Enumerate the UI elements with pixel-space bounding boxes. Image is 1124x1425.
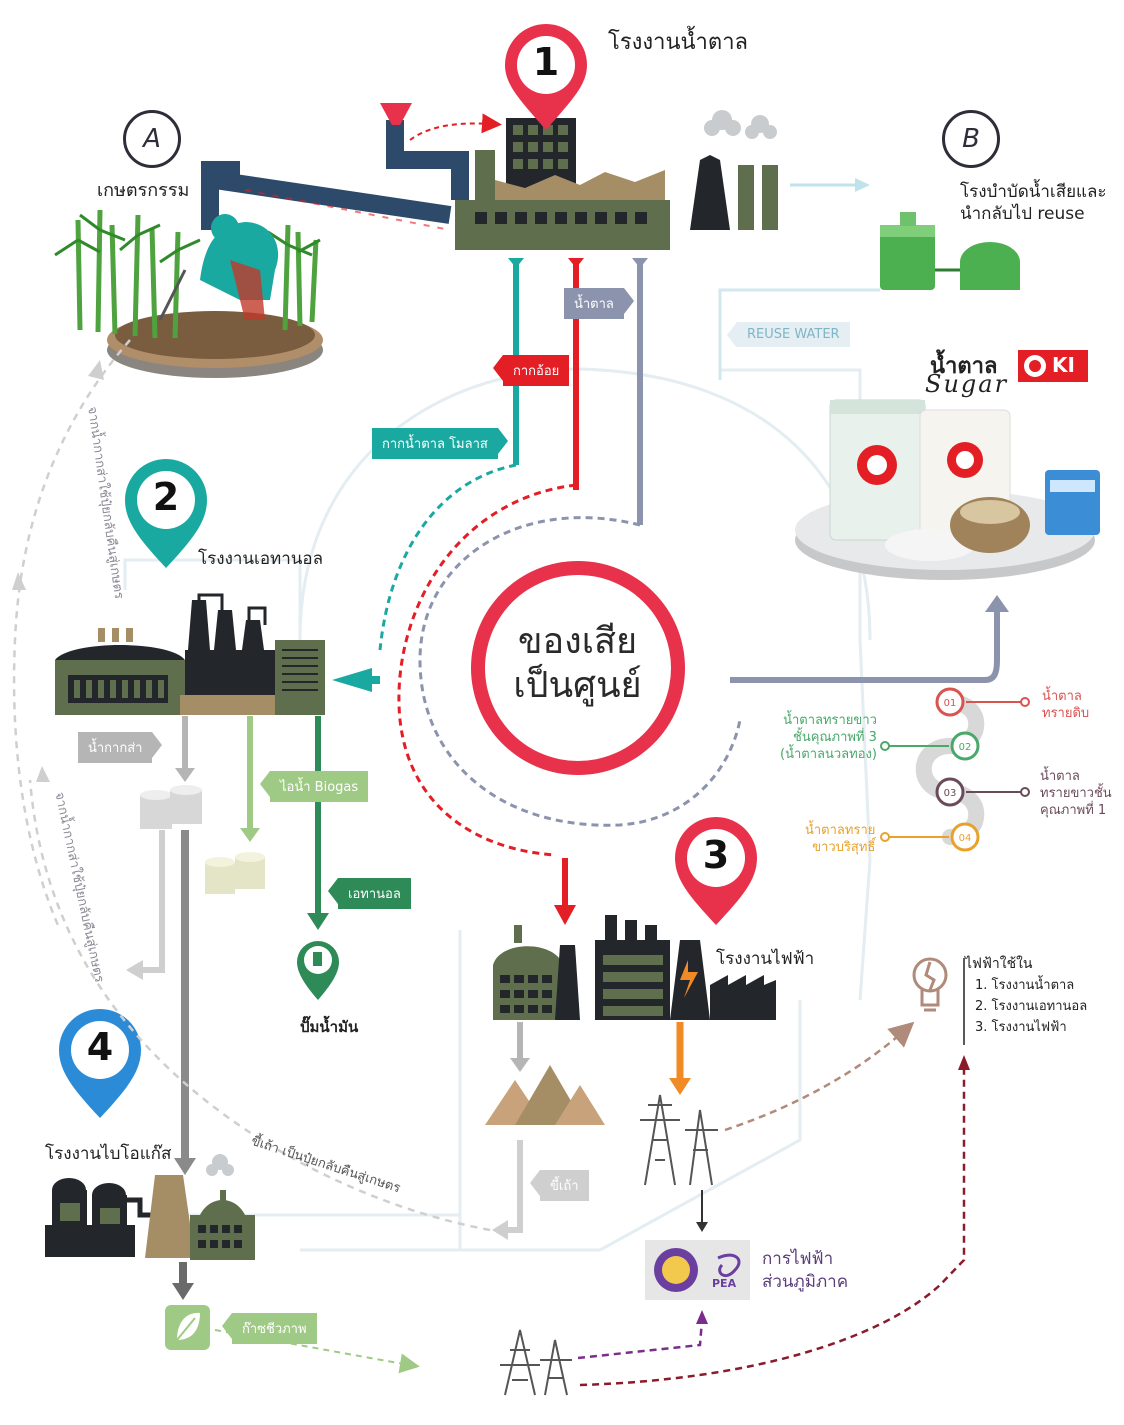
grade-dot xyxy=(880,832,890,842)
power-tower-2 xyxy=(500,1329,572,1396)
pin-4-marker xyxy=(58,1008,141,1118)
wastewater-label-1: โรงบำบัดน้ำเสียและ xyxy=(960,182,1107,202)
grade-3-label: น้ำตาล ทรายขาวชั้น คุณภาพที่ 1 xyxy=(1040,768,1112,819)
pea-label-2: ส่วนภูมิภาค xyxy=(762,1272,849,1292)
brand-script: Sugar xyxy=(925,370,1009,398)
biogas-gas-tag: ก๊าซชีวภาพ xyxy=(222,1313,317,1344)
cane-feed-pipe xyxy=(201,103,469,230)
sugar-flow-tag: น้ำตาล xyxy=(564,288,634,319)
pin-4-number: 4 xyxy=(86,1025,114,1069)
biogas-plant-building xyxy=(45,1154,255,1260)
power-tower-1 xyxy=(640,1094,718,1186)
bagasse-tag: กากอ้อย xyxy=(492,355,570,386)
zero-waste-title: ของเสีย เป็นศูนย์ xyxy=(470,620,685,708)
ash-return-dashed xyxy=(28,779,491,1232)
wastewater-label-2: นำกลับไป reuse xyxy=(960,204,1085,224)
pin-3-number: 3 xyxy=(702,833,730,877)
electricity-item: 2. โรงงานเอทานอล xyxy=(975,999,1088,1014)
brand-logo-text: KI xyxy=(1052,353,1075,377)
zero-waste-line-2: เป็นศูนย์ xyxy=(513,665,642,706)
pea-label-1: การไฟฟ้า xyxy=(762,1249,834,1269)
sugar-dashed-arc xyxy=(418,516,742,827)
grade-badge xyxy=(950,822,980,852)
grade-number: 03 xyxy=(944,788,957,799)
pin-1-number: 1 xyxy=(532,40,560,84)
electricity-title: ไฟฟ้าใช้ใน xyxy=(965,956,1033,972)
biogas-plant-label: โรงงานไบโอแก๊ส xyxy=(45,1144,172,1164)
zero-waste-center xyxy=(471,561,685,775)
sugar-products-illustration xyxy=(795,399,1100,580)
pea-logo-text: PEA xyxy=(712,1277,737,1290)
ash-tag: ขี้เถ้า xyxy=(530,1170,589,1201)
zero-waste-line-1: ของเสีย xyxy=(517,621,638,662)
sugar-mill-building xyxy=(455,110,778,250)
grade-number: 02 xyxy=(959,742,972,753)
grade-4-label: น้ำตาลทราย ขาวบริสุทธิ์ xyxy=(805,822,875,856)
grade-4-text: น้ำตาลทราย ขาวบริสุทธิ์ xyxy=(805,823,876,855)
grade-badge xyxy=(935,777,965,807)
pin-2-marker xyxy=(125,459,207,568)
grade-badge xyxy=(950,731,980,761)
ethanol-tag: เอทานอล xyxy=(328,878,411,909)
grade-number: 01 xyxy=(944,698,957,709)
vinasse-return-dashed xyxy=(12,339,131,931)
gas-station-label: ปั๊มน้ำมัน xyxy=(300,1018,359,1036)
ash-piles xyxy=(485,1065,605,1125)
agriculture-label: เกษตรกรรม xyxy=(97,180,190,201)
ash-down-line xyxy=(505,1140,523,1233)
sugar-mill-label: โรงงานน้ำตาล xyxy=(608,30,749,55)
grade-dot xyxy=(1020,787,1030,797)
wastewater-tanks xyxy=(880,212,1020,290)
pin-1-marker xyxy=(505,24,587,130)
vinasse-to-biogas-line xyxy=(140,830,165,973)
reuse-water-tag: REUSE WATER xyxy=(727,322,850,348)
electricity-item: 3. โรงงานไฟฟ้า xyxy=(975,1020,1067,1035)
vinasse-tanks xyxy=(140,785,202,829)
pin-3-marker xyxy=(675,817,757,925)
brand-title: น้ำตาล xyxy=(930,354,998,379)
electricity-item: 1. โรงงานน้ำตาล xyxy=(975,978,1075,993)
agriculture-letter: A xyxy=(123,110,181,168)
grade-2-text: น้ำตาลทรายขาว ชั้นคุณภาพที่ 3 (น้ำตาลนวล… xyxy=(780,713,877,762)
grade-markers: 01 02 03 04 xyxy=(880,687,1030,852)
grade-3-text: น้ำตาล ทรายขาวชั้น คุณภาพที่ 1 xyxy=(1040,769,1112,818)
grade-zigzag xyxy=(915,694,985,845)
reuse-water-line xyxy=(718,288,880,380)
grade-dot xyxy=(880,741,890,751)
molasses-dashed-arc xyxy=(378,463,517,651)
steam-biogas-tag: ไอน้ำ Biogas xyxy=(259,771,369,802)
power-plant-building xyxy=(493,915,776,1020)
biogas-tanks xyxy=(205,852,265,894)
bulb-icon xyxy=(912,957,948,1012)
pea-logo xyxy=(645,1240,750,1300)
grade-1-text: น้ำตาล ทรายดิบ xyxy=(1042,689,1090,721)
grade-1-label: น้ำตาล ทรายดิบ xyxy=(1042,688,1089,722)
gas-station-icon xyxy=(297,940,339,1000)
grade-number: 04 xyxy=(959,833,972,844)
vinasse-tag: น้ำกากส่า xyxy=(78,732,164,763)
grade-2-label: น้ำตาลทรายขาว ชั้นคุณภาพที่ 3 (น้ำตาลนวล… xyxy=(780,712,877,763)
grade-badge xyxy=(935,687,965,717)
agriculture-field-illustration xyxy=(54,209,323,378)
power-plant-label: โรงงานไฟฟ้า xyxy=(716,949,815,969)
tower2-to-list-arrow xyxy=(579,1065,966,1387)
bagasse-dashed-arc xyxy=(397,483,577,857)
ethanol-plant-building xyxy=(55,593,325,715)
tower1-to-bulb-dashed xyxy=(724,1021,915,1132)
pin-2-number: 2 xyxy=(152,475,180,519)
tower2-to-pea-arrow xyxy=(577,1319,704,1360)
grade-dot xyxy=(1020,697,1030,707)
ethanol-plant-label: โรงงานเอทานอล xyxy=(198,549,324,569)
cane-feed-arrow xyxy=(409,113,502,141)
molasses-tag: กากน้ำตาล โมลาส xyxy=(372,428,508,459)
wastewater-letter: B xyxy=(942,110,1000,168)
electricity-list: 1. โรงงานน้ำตาล 2. โรงงานเอทานอล 3. โรงง… xyxy=(975,975,1087,1038)
sugar-to-products-line xyxy=(730,610,1000,683)
leaf-icon xyxy=(165,1305,210,1350)
ki-logo xyxy=(1018,350,1088,382)
